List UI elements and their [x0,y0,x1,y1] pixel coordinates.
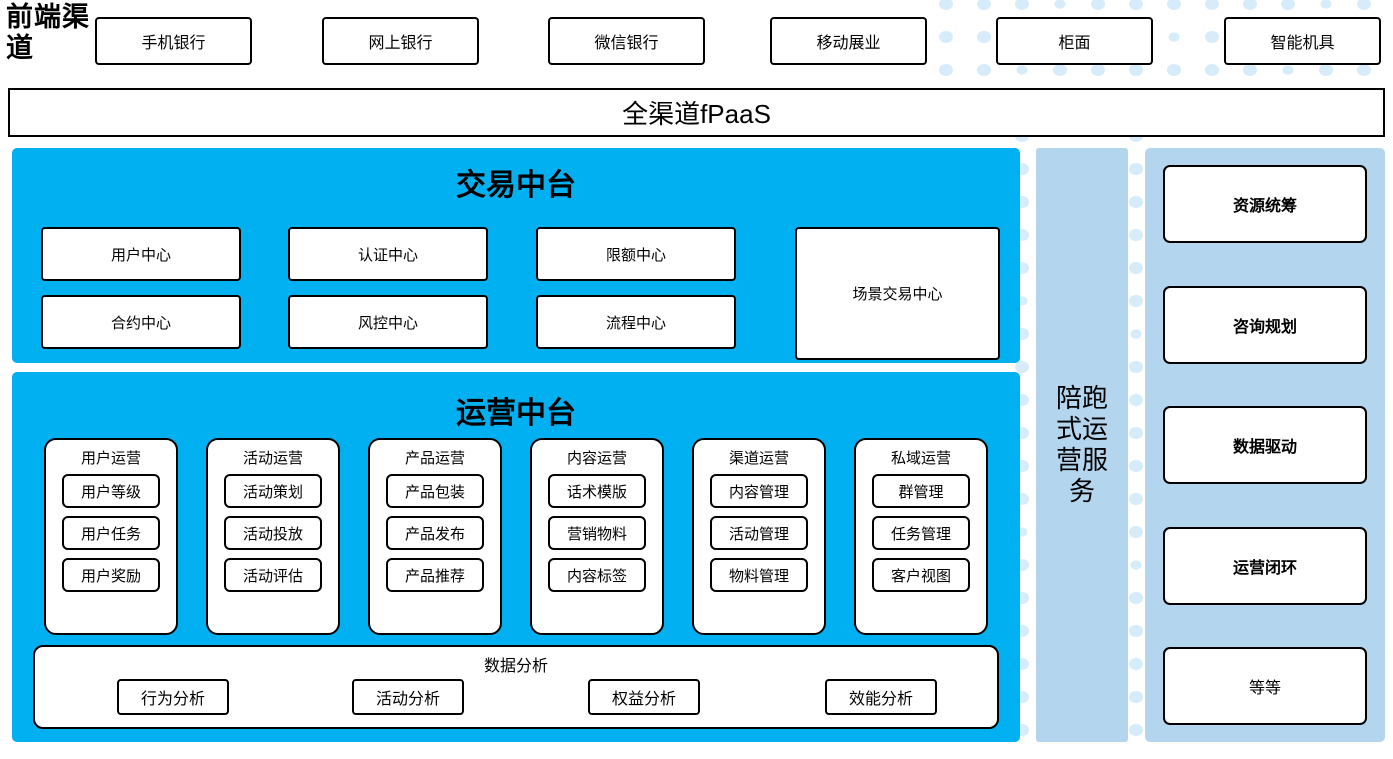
ops-item[interactable]: 任务管理 [872,516,970,550]
channel-box-online-bank[interactable]: 网上银行 [322,17,479,65]
ops-group-product[interactable]: 产品运营 产品包装 产品发布 产品推荐 [368,438,502,635]
ops-platform-panel: 运营中台 用户运营 用户等级 用户任务 用户奖励 活动运营 活动策划 活动投放 … [12,372,1020,742]
ops-item[interactable]: 产品包装 [386,474,484,508]
ops-item[interactable]: 内容管理 [710,474,808,508]
ops-item[interactable]: 话术模版 [548,474,646,508]
capability-item-data[interactable]: 数据驱动 [1163,406,1367,484]
ops-group-activity[interactable]: 活动运营 活动策划 活动投放 活动评估 [206,438,340,635]
data-analysis-item-efficiency[interactable]: 效能分析 [825,679,937,715]
ops-item[interactable]: 活动投放 [224,516,322,550]
capability-item-consult[interactable]: 咨询规划 [1163,285,1367,364]
ops-group-title: 活动运营 [242,450,303,467]
trade-center-auth[interactable]: 认证中心 [288,227,488,281]
ops-item[interactable]: 活动管理 [710,516,808,550]
ops-item[interactable]: 客户视图 [872,558,970,592]
fpaas-bar[interactable]: 全渠道fPaaS [8,88,1385,137]
ops-item[interactable]: 产品发布 [386,516,484,550]
frontend-channel-label: 前端渠道 [6,2,90,63]
trade-center-scene[interactable]: 场景交易中心 [795,227,1000,360]
trade-center-risk[interactable]: 风控中心 [288,295,488,349]
capability-item-etc[interactable]: 等等 [1163,647,1367,725]
trade-center-process[interactable]: 流程中心 [536,295,736,349]
ops-group-title: 渠道运营 [728,450,789,467]
ops-platform-title: 运营中台 [456,397,576,430]
ops-group-title: 内容运营 [566,450,627,467]
ops-item[interactable]: 活动策划 [224,474,322,508]
service-strip-label: 陪跑式运营服务 [1055,383,1108,506]
ops-item[interactable]: 用户奖励 [62,558,160,592]
ops-item[interactable]: 物料管理 [710,558,808,592]
ops-item[interactable]: 内容标签 [548,558,646,592]
ops-group-title: 用户运营 [80,450,141,467]
channel-box-counter[interactable]: 柜面 [996,17,1153,65]
data-analysis-title: 数据分析 [483,658,548,675]
ops-group-title: 产品运营 [404,450,465,467]
ops-group-content[interactable]: 内容运营 话术模版 营销物料 内容标签 [530,438,664,635]
ops-item[interactable]: 群管理 [872,474,970,508]
ops-group-private-domain[interactable]: 私域运营 群管理 任务管理 客户视图 [854,438,988,635]
channel-box-mobile-biz[interactable]: 移动展业 [770,17,927,65]
ops-item[interactable]: 产品推荐 [386,558,484,592]
trade-center-limit[interactable]: 限额中心 [536,227,736,281]
ops-group-channel[interactable]: 渠道运营 内容管理 活动管理 物料管理 [692,438,826,635]
capability-panel: 资源统筹 咨询规划 数据驱动 运营闭环 等等 [1145,148,1385,742]
trade-center-contract[interactable]: 合约中心 [41,295,241,349]
data-analysis-strip: 数据分析 行为分析 活动分析 权益分析 效能分析 [33,645,999,729]
ops-item[interactable]: 活动评估 [224,558,322,592]
ops-item[interactable]: 营销物料 [548,516,646,550]
data-analysis-item-rights[interactable]: 权益分析 [588,679,700,715]
data-analysis-item-activity[interactable]: 活动分析 [352,679,464,715]
trade-platform-title: 交易中台 [456,169,576,202]
ops-group-title: 私域运营 [890,450,951,467]
capability-item-closeloop[interactable]: 运营闭环 [1163,526,1367,605]
capability-item-resource[interactable]: 资源统筹 [1163,165,1367,243]
ops-item[interactable]: 用户等级 [62,474,160,508]
channel-box-wechat-bank[interactable]: 微信银行 [548,17,705,65]
ops-item[interactable]: 用户任务 [62,516,160,550]
data-analysis-item-behavior[interactable]: 行为分析 [117,679,229,715]
channel-box-smart-machine[interactable]: 智能机具 [1224,17,1381,65]
ops-group-user[interactable]: 用户运营 用户等级 用户任务 用户奖励 [44,438,178,635]
trade-platform-panel: 交易中台 用户中心 认证中心 限额中心 合约中心 风控中心 流程中心 场景交易中… [12,148,1020,363]
service-strip[interactable]: 陪跑式运营服务 [1036,148,1128,742]
trade-center-user[interactable]: 用户中心 [41,227,241,281]
channel-box-mobile-bank[interactable]: 手机银行 [95,17,252,65]
